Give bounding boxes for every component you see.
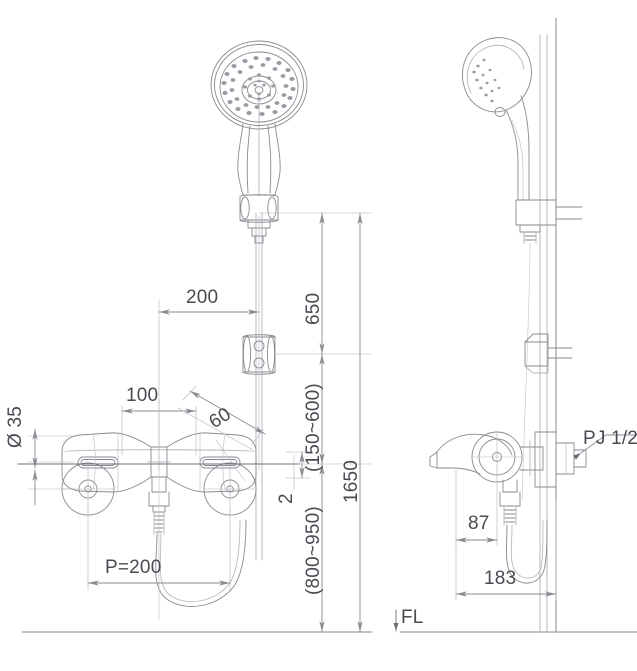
shower-spray-nozzles-side — [472, 58, 501, 103]
mixer-tap-body-side — [429, 431, 587, 488]
dim-label-1650: 1650 — [341, 459, 362, 503]
flexible-hose-front — [155, 519, 247, 607]
shower-spray-nozzles — [221, 56, 296, 116]
dim-label-800-950: (800~950) — [303, 506, 324, 595]
dim-label-650: 650 — [303, 292, 324, 325]
label-floor-level: FL — [401, 607, 424, 628]
shower-holder-side — [515, 199, 583, 501]
dim-label-150-600: (150~600) — [303, 383, 324, 472]
hand-shower-head-front — [210, 40, 308, 197]
hand-shower-head-side — [461, 37, 532, 201]
dim-label-diameter-35: Ø 35 — [5, 406, 26, 448]
dim-2-offset — [285, 451, 311, 491]
dim-label-2: 2 — [276, 493, 297, 504]
dim-label-100: 100 — [126, 385, 159, 406]
dim-183-line — [455, 499, 557, 601]
wall-bracket-side — [524, 333, 573, 374]
outlet-hose-side — [499, 479, 548, 584]
slide-bar-side — [539, 34, 548, 633]
label-thread-spec: PJ 1/2 — [583, 428, 637, 449]
dim-pitch-200 — [87, 507, 231, 591]
dim-label-183: 183 — [484, 568, 517, 589]
wall-flange-right — [203, 462, 257, 516]
slide-bar-front — [255, 212, 263, 561]
dim-label-87: 87 — [468, 513, 490, 534]
dim-label-pitch-200: P=200 — [105, 557, 162, 578]
dim-87-line — [455, 469, 498, 546]
dim-60-angled — [177, 385, 266, 482]
dim-diameter-35 — [27, 428, 75, 506]
thread-spec-leader — [573, 434, 637, 460]
dim-label-200: 200 — [186, 287, 219, 308]
